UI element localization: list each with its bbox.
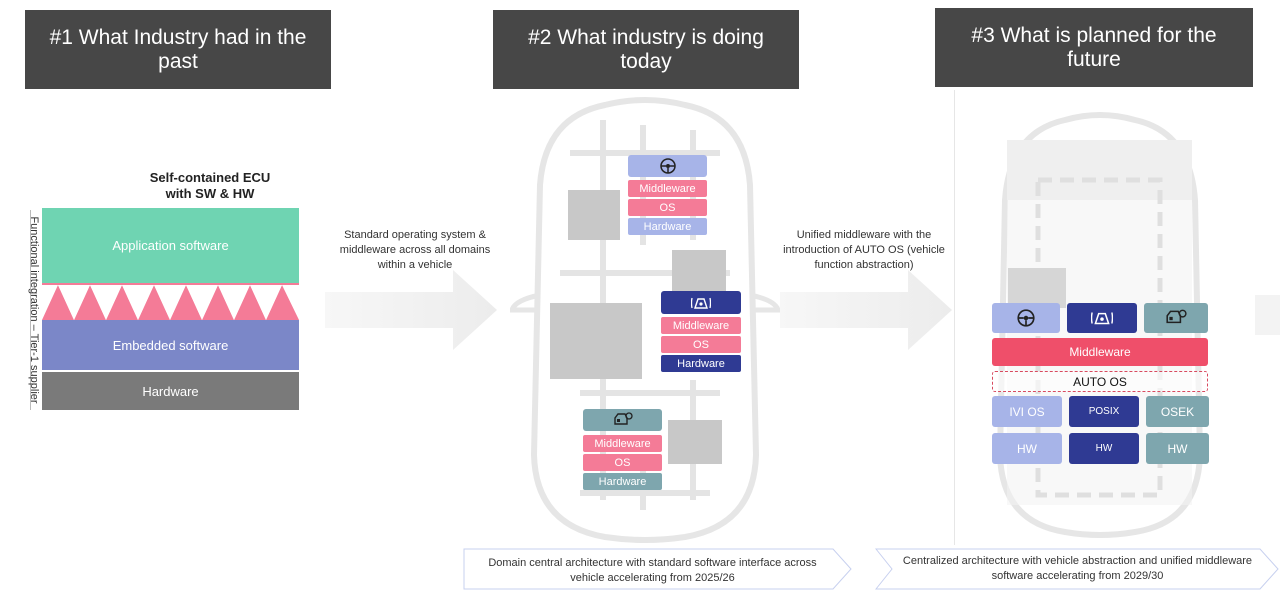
header-past: #1 What Industry had in the past	[25, 10, 331, 89]
stack-a-hardware: Hardware	[628, 218, 707, 235]
car-outline-today	[510, 97, 780, 543]
domain-box	[568, 190, 620, 240]
caption-future: Centralized architecture with vehicle ab…	[902, 555, 1253, 582]
vehicle-gear-icon	[1144, 303, 1208, 333]
stack-c-middleware: Middleware	[583, 435, 662, 452]
arrow-1	[325, 270, 497, 350]
vehicle-gear-icon	[583, 409, 662, 431]
application-software-block: Application software	[42, 208, 299, 283]
stack-c-hardware: Hardware	[583, 473, 662, 490]
ecu-title: Self-contained ECU with SW & HW	[149, 170, 271, 201]
embedded-software-block: Embedded software	[42, 320, 299, 370]
side-label-line	[30, 210, 31, 410]
adas-icon	[1067, 303, 1137, 333]
domain-box	[668, 420, 722, 464]
caption-today: Domain central architecture with standar…	[488, 557, 817, 584]
caption-today-banner	[463, 548, 852, 590]
side-label: Functional integration – Tier-1 supplier	[28, 216, 40, 404]
side-label-wrap: Functional integration – Tier-1 supplier	[4, 210, 40, 410]
hw-block-posix: HW	[1069, 433, 1139, 464]
domain-box	[672, 250, 726, 292]
arrow-3-stub	[1255, 295, 1280, 335]
unified-middleware-block: Middleware	[992, 338, 1208, 366]
road-line	[560, 270, 730, 276]
stack-b-os: OS	[661, 336, 741, 353]
caption-future-banner	[875, 548, 1279, 590]
zigzag-connector	[42, 283, 299, 320]
road-line	[580, 390, 720, 396]
adas-icon	[661, 291, 741, 314]
header-today: #2 What industry is doing today	[493, 10, 799, 89]
arrow-2-text: Unified middleware with the introduction…	[783, 229, 945, 271]
hardware-block: Hardware	[42, 372, 299, 410]
hw-block-osek: HW	[1146, 433, 1209, 464]
divider-line	[954, 90, 955, 545]
ivi-os-block: IVI OS	[992, 396, 1062, 427]
osek-block: OSEK	[1146, 396, 1209, 427]
stack-b-middleware: Middleware	[661, 317, 741, 334]
posix-block: POSIX	[1069, 396, 1139, 427]
domain-box	[550, 303, 642, 379]
hw-block-ivi: HW	[992, 433, 1062, 464]
domain-box-future	[1008, 268, 1066, 308]
steering-icon	[628, 155, 707, 177]
stack-a-os: OS	[628, 199, 707, 216]
stack-a-middleware: Middleware	[628, 180, 707, 197]
stack-b-hardware: Hardware	[661, 355, 741, 372]
arrow-1-text: Standard operating system & middleware a…	[339, 229, 491, 271]
arrow-2	[780, 270, 952, 350]
auto-os-block: AUTO OS	[992, 371, 1208, 392]
header-future: #3 What is planned for the future	[935, 8, 1253, 87]
steering-icon	[992, 303, 1060, 333]
stack-c-os: OS	[583, 454, 662, 471]
road-line	[580, 490, 710, 496]
